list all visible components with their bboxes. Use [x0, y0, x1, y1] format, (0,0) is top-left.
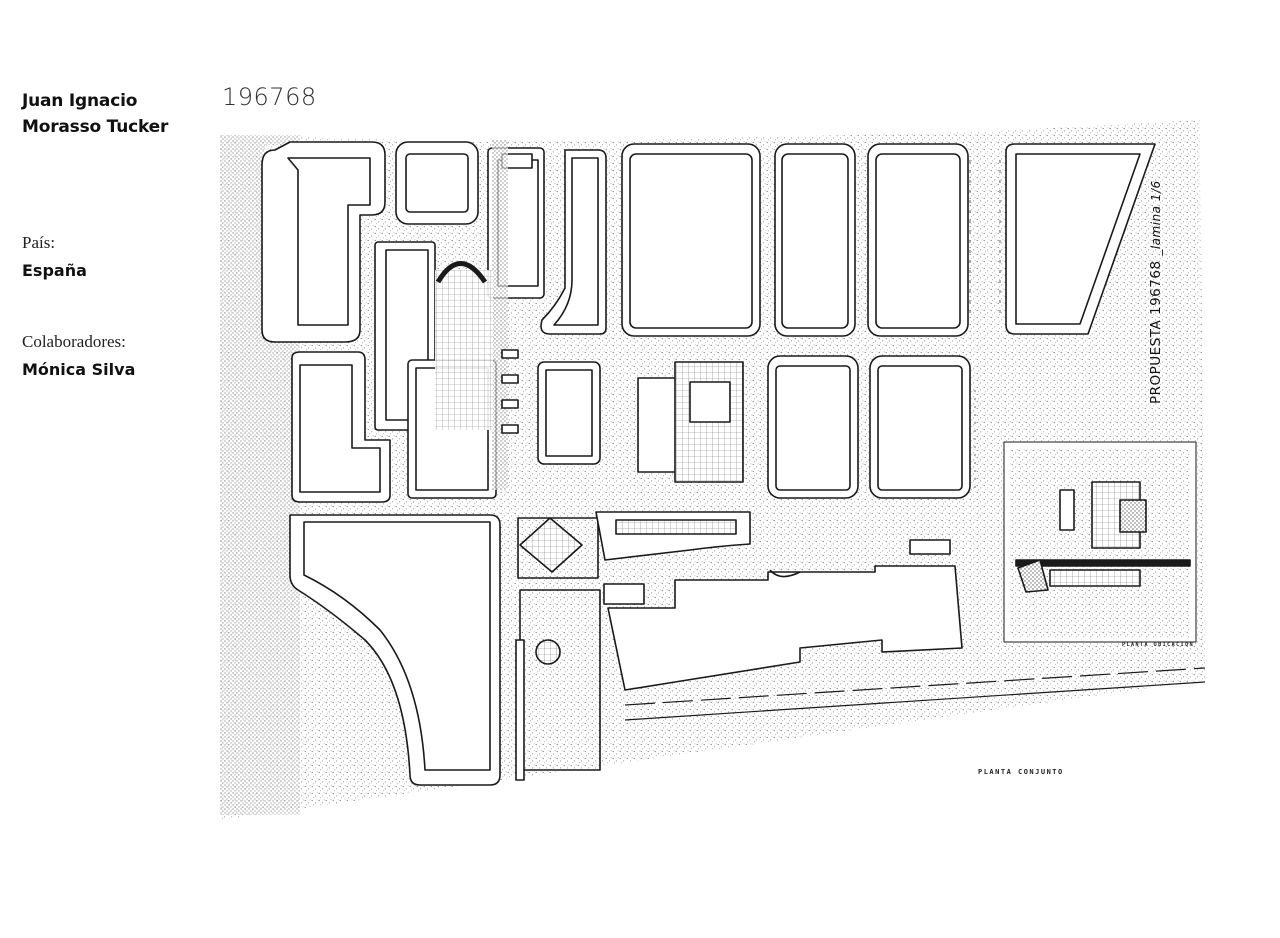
author-name-line1: Juan Ignacio	[22, 91, 138, 111]
main-building	[607, 565, 963, 691]
street-markings	[969, 160, 1001, 490]
arch-feature	[435, 261, 488, 284]
block-lower-left-curve	[289, 514, 501, 786]
block-top-row	[621, 143, 1156, 337]
minor-pieces	[501, 349, 951, 605]
collaborators-label: Colaboradores:	[22, 332, 126, 351]
block-long-bar	[595, 511, 751, 561]
block-small-square	[395, 141, 479, 225]
country-value: España	[22, 261, 87, 280]
block-middle-row	[537, 355, 971, 499]
plaza-square	[517, 517, 599, 579]
sheet-title-vertical: PROPUESTA 196768 _lamina 1/6	[1148, 180, 1164, 404]
location-inset	[1003, 441, 1197, 643]
block-narrow-curve	[540, 149, 607, 335]
main-plan-label: PLANTA CONJUNTO	[978, 768, 1064, 776]
location-plan-label: PLANTA UBICACION	[1122, 642, 1195, 648]
road-edge	[624, 667, 1206, 721]
site-plan-svg	[220, 120, 1206, 820]
project-info: Juan Ignacio Morasso Tucker País: España…	[22, 88, 212, 379]
site-plan-drawing	[220, 120, 1210, 820]
sheet-subtitle: _lamina 1/6	[1149, 180, 1163, 256]
block-left-middle	[291, 351, 391, 503]
author-name-line2: Morasso Tucker	[22, 117, 169, 137]
collaborators-value: Mónica Silva	[22, 360, 136, 379]
block-top-left	[261, 141, 386, 343]
sheet-title: PROPUESTA 196768	[1148, 260, 1164, 404]
country-label: País:	[22, 233, 56, 252]
project-code: 196768	[222, 83, 317, 111]
